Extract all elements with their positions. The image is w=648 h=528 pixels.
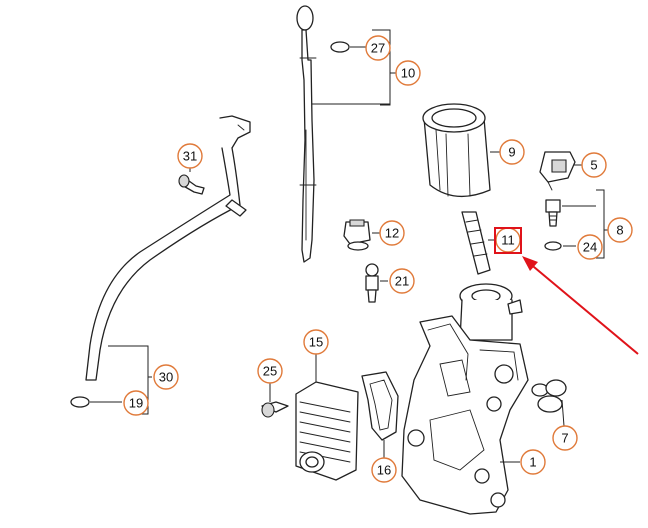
pipe-seal-part [70,396,90,408]
dipstick-seal-part [330,41,350,53]
sensor-clip-part [539,151,576,191]
oil-filter-part [422,103,491,198]
callout-label-7: 7 [561,431,568,446]
callout-31[interactable]: 31 [177,143,203,169]
callout-label-21: 21 [395,274,409,289]
callout-7[interactable]: 7 [552,425,578,451]
callout-label-10: 10 [401,66,415,81]
cooler-gasket-part [361,371,399,441]
callout-label-11: 11 [501,233,515,248]
oil-return-pipe-part [85,115,251,381]
callout-15[interactable]: 15 [303,329,329,355]
callout-label-1: 1 [529,455,536,470]
cooler-bolt-part [261,401,289,418]
sensor-part [545,199,561,227]
callout-11-highlight-box [494,227,522,254]
callout-label-16: 16 [377,463,391,478]
oil-filter-housing-part [401,283,529,515]
callout-label-12: 12 [385,226,399,241]
callout-21[interactable]: 21 [389,268,415,294]
callout-12[interactable]: 12 [379,220,405,246]
callout-16[interactable]: 16 [371,457,397,483]
callout-27[interactable]: 27 [365,35,391,61]
callout-8[interactable]: 8 [607,217,633,243]
callout-label-9: 9 [508,145,515,160]
check-valve-part [461,211,491,275]
callout-1[interactable]: 1 [520,449,546,475]
oil-cooler-part [295,381,359,481]
callout-label-15: 15 [309,335,323,350]
callout-label-31: 31 [183,149,197,164]
seal-rings-part [531,379,567,413]
plug-part [365,263,379,303]
callout-25[interactable]: 25 [257,358,283,384]
callout-label-19: 19 [129,396,143,411]
callout-24[interactable]: 24 [577,234,603,260]
callout-9[interactable]: 9 [499,139,525,165]
callout-label-5: 5 [590,158,597,173]
highlight-arrow [522,256,639,355]
callout-label-27: 27 [371,41,385,56]
callout-11[interactable]: 11 [494,227,522,254]
sensor-washer-part [544,241,562,251]
callout-label-30: 30 [159,370,173,385]
callout-label-8: 8 [616,223,623,238]
dipstick-part [296,5,317,263]
callout-19[interactable]: 19 [123,390,149,416]
callout-label-25: 25 [263,364,277,379]
callout-10[interactable]: 10 [395,60,421,86]
pressure-switch-part [343,219,371,251]
callout-label-24: 24 [583,240,597,255]
pipe-bolt-part [178,174,205,195]
callout-5[interactable]: 5 [581,152,607,178]
callout-30[interactable]: 30 [153,364,179,390]
